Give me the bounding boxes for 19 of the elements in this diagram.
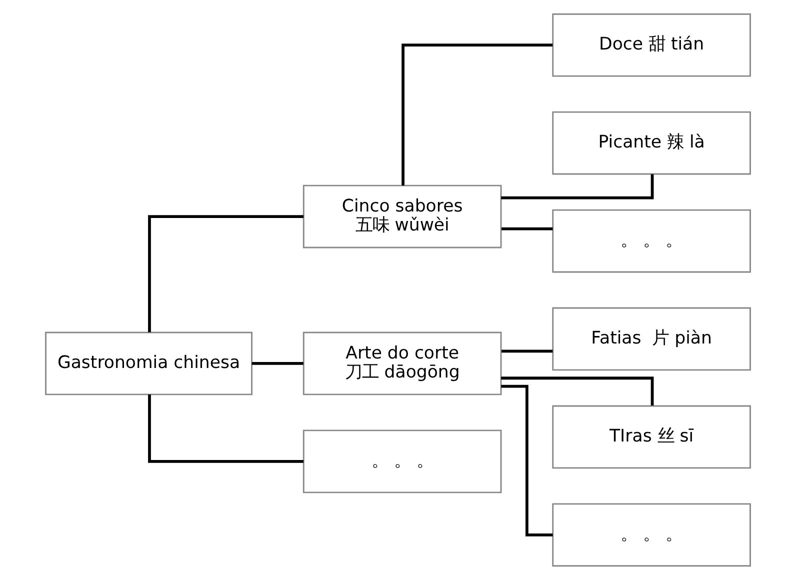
node-box: Doce 甜 tián	[552, 13, 751, 77]
connector	[252, 362, 304, 365]
connector	[148, 394, 304, 463]
connector	[148, 215, 304, 332]
connector	[502, 227, 553, 230]
node-box: 。 。 。	[552, 209, 751, 273]
node-box: TIras 丝 sī	[552, 405, 751, 469]
connector	[402, 44, 553, 186]
node-box: Fatias 片 piàn	[552, 307, 751, 371]
connector	[501, 384, 553, 536]
connector	[502, 350, 553, 353]
node-box: 。 。 。	[552, 503, 751, 567]
connector	[501, 174, 654, 200]
node-box: Arte do corte 刀工 dāogōng	[302, 332, 502, 396]
connector	[501, 376, 654, 406]
node-box: Picante 辣 là	[552, 111, 751, 175]
node-box: 。 。 。	[302, 430, 502, 494]
node-box: Gastronomia chinesa	[45, 332, 252, 396]
node-box: Cinco sabores 五味 wǔwèi	[302, 184, 502, 248]
